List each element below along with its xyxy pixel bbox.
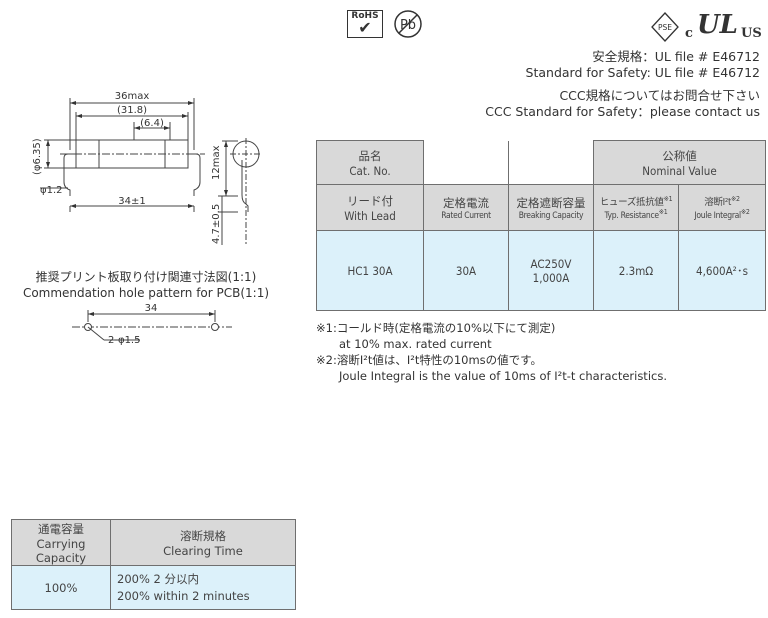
row-breaking-1: AC250V [530,256,572,271]
mark1: ※1 [658,208,668,217]
dim-12max: 12max [211,145,222,180]
notes: ※1:コールド時(定格電流の10%以下にて測定) at 10% max. rat… [316,320,667,384]
pcb-dim-34: 34 [145,303,158,314]
lead-en: With Lead [344,208,396,223]
row-joule: 4,600A²･s [678,230,766,311]
catno-header: 品名 Cat. No. [316,140,424,185]
breaking-header: 定格遮断容量 Breaking Capacity [508,184,594,231]
fuse-dimension-drawing: 36max (31.8) (6.4) (φ6.35) φ1.2 34±1 12m… [32,91,262,245]
breaking-en: Breaking Capacity [518,210,584,221]
safety-ul-jp: 安全規格：UL file # E46712 [592,49,760,64]
joule-jp: 溶断I²t [704,197,732,209]
note2-en: Joule Integral is the value of 10ms of I… [339,369,667,383]
rohs-icon: RoHS ✔ [347,10,383,38]
cap-value: 100% [11,565,111,610]
resistance-en: Typ. Resistance [604,210,660,221]
pcb-caption-en: Commendation hole pattern for PCB(1:1) [22,286,270,300]
ccc-en: CCC Standard for Safety：please contact u… [485,104,760,119]
ccc-standards: CCC規格についてはお問合せ下さい CCC Standard for Safet… [485,88,760,120]
table-row: 100% 200% 2 分以内 200% within 2 minutes [11,565,296,610]
lead-header: リード付 With Lead [316,184,424,231]
mark2: ※2 [731,194,740,203]
clearing-header: 溶断規格 Clearing Time [110,519,296,566]
safety-standards: 安全規格：UL file # E46712 Standard for Safet… [526,49,760,81]
row-catno: HC1 30A [316,230,424,311]
time-value: 200% 2 分以内 200% within 2 minutes [110,565,296,610]
time-jp: 溶断規格 [180,528,226,543]
pse-label: PSE [658,23,672,32]
cap-jp: 通電容量 [38,521,84,536]
time-en: Clearing Time [163,543,243,558]
check-mark-icon: ✔ [358,18,372,37]
cap-en: Carrying Capacity [35,536,87,565]
dim-36max: 36max [115,91,150,102]
mark1: ※1 [663,194,673,203]
safety-ul-en: Standard for Safety: UL file # E46712 [525,65,760,80]
joule-header: 溶断I²t※2 Joule Integral※2 [678,184,766,231]
resistance-header: ヒューズ抵抗値※1 Typ. Resistance※1 [593,184,679,231]
rated-jp: 定格電流 [443,195,489,210]
lead-jp: リード付 [347,193,393,208]
capacity-header: 通電容量 Carrying Capacity [11,519,111,566]
row-breaking: AC250V 1,000A [508,230,594,311]
pb-free-icon: Pb [394,10,422,38]
time-jp-value: 200% 2 分以内 [117,571,200,586]
nominal-jp: 公称値 [662,148,697,163]
pcb-hole-pattern: 34 2-φ1.5 [72,303,232,346]
nominal-header: 公称値 Nominal Value [593,140,766,185]
catno-jp: 品名 [358,148,382,163]
pcb-dim-holes: 2-φ1.5 [108,335,140,346]
note1-en: at 10% max. rated current [339,337,492,351]
dim-34pm1: 34±1 [118,196,145,207]
dim-47: 4.7±0.5 [211,204,222,244]
ccc-jp: CCC規格についてはお問合せ下さい [559,88,760,103]
row-resistance: 2.3mΩ [593,230,679,311]
rohs-label: RoHS [351,11,379,21]
mark2: ※2 [740,208,750,217]
blank-cell [508,140,594,185]
dim-phi635: (φ6.35) [32,138,43,175]
table-row: HC1 30A 30A AC250V 1,000A 2.3mΩ 4,600A²･… [316,230,766,311]
breaking-jp: 定格遮断容量 [516,195,586,210]
pcb-caption-jp: 推奨プリント板取り付け関連寸法図(1:1) [35,270,257,284]
spec-table: 品名 Cat. No. 公称値 Nominal Value リード付 With … [316,140,766,311]
rated-en: Rated Current [441,210,491,221]
time-en-value: 200% within 2 minutes [117,588,250,603]
nominal-en: Nominal Value [642,163,717,178]
blank-cell [423,140,509,185]
clearing-table: 通電容量 Carrying Capacity 溶断規格 Clearing Tim… [11,519,296,610]
note2-jp: ※2:溶断I²t値は、I²t特性の10msの値です。 [316,353,543,367]
ul-mark-label: UL [697,10,738,40]
dim-31-8: (31.8) [117,105,147,116]
resistance-jp: ヒューズ抵抗値 [599,197,664,209]
ul-us-label: US [741,26,762,41]
joule-en: Joule Integral [694,210,741,221]
row-rated: 30A [423,230,509,311]
dim-phi12: φ1.2 [40,185,63,196]
catno-en: Cat. No. [349,163,391,178]
note1-jp: ※1:コールド時(定格電流の10%以下にて測定) [316,321,556,335]
pb-label: Pb [400,18,416,33]
dim-6-4: (6.4) [140,118,164,129]
pse-icon: PSE [651,12,679,42]
ul-c-label: c [685,26,693,41]
row-breaking-2: 1,000A [532,270,570,285]
rated-header: 定格電流 Rated Current [423,184,509,231]
